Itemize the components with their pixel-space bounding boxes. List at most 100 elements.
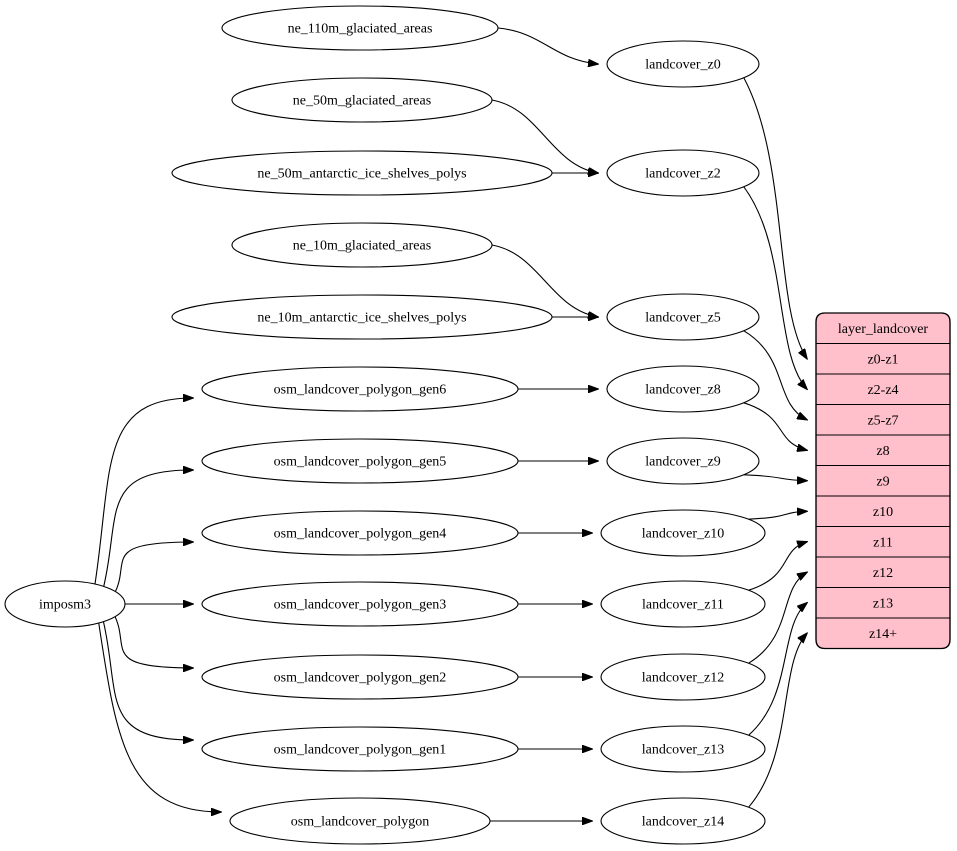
table-row-label: z13 (873, 596, 893, 611)
node-label: ne_10m_glaciated_areas (293, 239, 431, 254)
edge-imposm3-to-osm_landcover_polygon_gen1 (102, 619, 193, 740)
table-header-label: layer_landcover (838, 322, 929, 337)
node-landcover_z14[interactable]: landcover_z14 (600, 797, 766, 845)
edge-landcover_z2-to-row-z2-z4 (743, 186, 807, 389)
layer-landcover-table: layer_landcover z0-z1 z2-z4 z5-z7 z8 z9 z10 z11… (815, 312, 951, 650)
node-label: landcover_z14 (642, 815, 724, 830)
edge-landcover_z0-to-row-z0-z1 (743, 77, 807, 359)
node-label: osm_landcover_polygon_gen2 (274, 671, 447, 686)
edge-ne_110m_glaciated_areas-to-landcover_z0 (497, 27, 598, 64)
node-shape (231, 77, 493, 123)
edge-landcover_z8-to-row-z8 (743, 402, 807, 450)
table-row-label: z10 (873, 505, 893, 520)
node-label: ne_50m_antarctic_ice_shelves_polys (257, 167, 466, 182)
node-ne_50m_glaciated_areas[interactable]: ne_50m_glaciated_areas (231, 77, 493, 123)
edge-landcover_z12-to-row-z12 (748, 572, 807, 664)
edge-landcover_z10-to-row-z10 (748, 511, 807, 520)
node-shape (229, 797, 491, 845)
table-row-label: z5-z7 (867, 413, 898, 428)
node-shape (4, 580, 126, 628)
node-landcover_z8[interactable]: landcover_z8 (606, 365, 760, 413)
node-label: osm_landcover_polygon_gen6 (274, 383, 447, 398)
node-osm_landcover_polygon[interactable]: osm_landcover_polygon (229, 797, 491, 845)
edge-imposm3-to-osm_landcover_polygon_gen6 (94, 398, 193, 587)
nodes-layer: imposm3 ne_110m_glaciated_areas ne_50m_gla… (4, 5, 766, 845)
node-landcover_z13[interactable]: landcover_z13 (600, 725, 766, 773)
node-label: landcover_z0 (645, 58, 720, 73)
node-label: landcover_z8 (645, 383, 720, 398)
node-shape (606, 149, 760, 197)
node-label: ne_110m_glaciated_areas (288, 22, 433, 37)
edge-landcover_z5-to-row-z5-z7 (743, 330, 807, 420)
node-label: ne_10m_antarctic_ice_shelves_polys (257, 311, 466, 326)
edge-ne_10m_glaciated_areas-to-landcover_z5 (491, 244, 598, 317)
node-label: osm_landcover_polygon_gen5 (274, 455, 447, 470)
node-shape (606, 40, 760, 88)
edge-landcover_z11-to-row-z11 (748, 542, 807, 591)
node-ne_10m_antarctic_ice_shelves_polys[interactable]: ne_10m_antarctic_ice_shelves_polys (171, 294, 553, 340)
node-landcover_z9[interactable]: landcover_z9 (606, 437, 760, 485)
node-shape (201, 654, 519, 700)
node-osm_landcover_polygon_gen4[interactable]: osm_landcover_polygon_gen4 (201, 510, 519, 556)
node-ne_10m_glaciated_areas[interactable]: ne_10m_glaciated_areas (231, 222, 493, 268)
node-shape (201, 438, 519, 484)
node-landcover_z2[interactable]: landcover_z2 (606, 149, 760, 197)
node-label: landcover_z9 (645, 455, 720, 470)
table-row-label: z9 (876, 474, 889, 489)
node-shape (600, 797, 766, 845)
node-shape (231, 222, 493, 268)
node-landcover_z12[interactable]: landcover_z12 (600, 653, 766, 701)
node-imposm3[interactable]: imposm3 (4, 580, 126, 628)
node-shape (600, 653, 766, 701)
edge-imposm3-to-osm_landcover_polygon_gen4 (113, 542, 193, 595)
node-osm_landcover_polygon_gen1[interactable]: osm_landcover_polygon_gen1 (201, 726, 519, 772)
node-shape (606, 437, 760, 485)
node-osm_landcover_polygon_gen3[interactable]: osm_landcover_polygon_gen3 (201, 581, 519, 627)
node-osm_landcover_polygon_gen6[interactable]: osm_landcover_polygon_gen6 (201, 366, 519, 412)
node-shape (221, 5, 499, 51)
edge-landcover_z9-to-row-z9 (743, 474, 807, 481)
table-row-label: z0-z1 (867, 352, 898, 367)
table-row-label: z12 (873, 566, 893, 581)
edge-ne_50m_glaciated_areas-to-landcover_z2 (491, 99, 598, 173)
node-shape (606, 293, 760, 341)
node-label: landcover_z12 (642, 671, 724, 686)
node-osm_landcover_polygon_gen2[interactable]: osm_landcover_polygon_gen2 (201, 654, 519, 700)
node-shape (201, 510, 519, 556)
node-landcover_z10[interactable]: landcover_z10 (600, 509, 766, 557)
node-shape (201, 366, 519, 412)
table-row-label: z11 (873, 535, 893, 550)
node-label: imposm3 (39, 598, 91, 613)
table-row-label: z14+ (869, 627, 897, 642)
table-row-label: z8 (876, 444, 889, 459)
node-landcover_z0[interactable]: landcover_z0 (606, 40, 760, 88)
node-landcover_z5[interactable]: landcover_z5 (606, 293, 760, 341)
node-label: ne_50m_glaciated_areas (293, 94, 431, 109)
node-osm_landcover_polygon_gen5[interactable]: osm_landcover_polygon_gen5 (201, 438, 519, 484)
node-shape (600, 509, 766, 557)
node-label: osm_landcover_polygon_gen3 (274, 598, 447, 613)
node-shape (201, 581, 519, 627)
edge-landcover_z14-to-row-z14+ (748, 633, 807, 808)
node-label: landcover_z11 (642, 598, 724, 613)
edge-imposm3-to-osm_landcover_polygon_gen5 (102, 470, 193, 589)
node-shape (600, 580, 766, 628)
node-shape (201, 726, 519, 772)
node-label: osm_landcover_polygon_gen4 (274, 527, 447, 542)
node-landcover_z11[interactable]: landcover_z11 (600, 580, 766, 628)
node-shape (171, 150, 553, 196)
node-label: osm_landcover_polygon_gen1 (274, 743, 447, 758)
node-shape (171, 294, 553, 340)
node-label: landcover_z13 (642, 743, 724, 758)
node-label: osm_landcover_polygon (291, 815, 429, 830)
node-label: landcover_z2 (645, 167, 720, 182)
edge-imposm3-to-osm_landcover_polygon_gen2 (113, 613, 193, 668)
table-row-label: z2-z4 (867, 383, 898, 398)
edges-layer (94, 27, 807, 821)
node-ne_110m_glaciated_areas[interactable]: ne_110m_glaciated_areas (221, 5, 499, 51)
edge-imposm3-to-osm_landcover_polygon (97, 620, 221, 812)
node-label: landcover_z5 (645, 311, 720, 326)
node-shape (600, 725, 766, 773)
node-ne_50m_antarctic_ice_shelves_polys[interactable]: ne_50m_antarctic_ice_shelves_polys (171, 150, 553, 196)
